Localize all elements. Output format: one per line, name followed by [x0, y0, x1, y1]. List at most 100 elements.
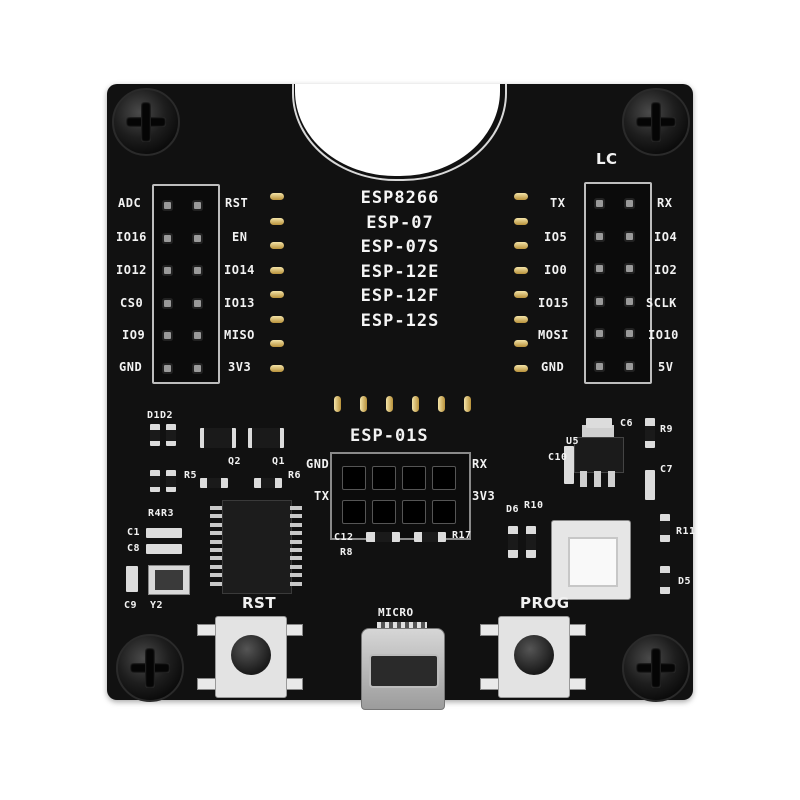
- voltage-regulator: [574, 425, 624, 493]
- header-pin: [596, 232, 603, 240]
- chip-leg: [290, 531, 302, 536]
- component-label: R9: [660, 424, 674, 435]
- screw-icon: [622, 88, 690, 156]
- castellation-pad: [514, 217, 528, 225]
- chip-leg: [290, 539, 302, 544]
- pin-label: IO16: [116, 230, 147, 244]
- reset-button[interactable]: [197, 616, 303, 698]
- pin-label: SCLK: [646, 296, 677, 310]
- smd-part: [508, 526, 518, 558]
- smd-part: [660, 514, 670, 542]
- chip-leg: [210, 506, 222, 510]
- header-pin: [596, 362, 603, 370]
- transistor: [248, 428, 284, 448]
- socket-hole: [432, 466, 456, 490]
- socket-hole: [402, 466, 426, 490]
- chip-leg: [290, 548, 302, 552]
- chip-leg: [210, 573, 222, 578]
- pin-label: RST: [225, 196, 249, 210]
- prog-button[interactable]: [480, 616, 586, 698]
- crystal: [148, 565, 190, 595]
- pin-label: IO12: [116, 263, 147, 277]
- castellation-pad: [270, 315, 284, 323]
- smd-part: [166, 470, 176, 492]
- component-label: C9: [124, 600, 138, 611]
- micro-usb-port[interactable]: [355, 618, 449, 710]
- component-label: D1D2: [147, 410, 174, 421]
- smd-part: [254, 478, 282, 488]
- rst-label: RST: [242, 594, 277, 612]
- castellation-pad: [514, 193, 528, 200]
- header-pin: [596, 330, 603, 337]
- castellation-pad: [270, 291, 284, 298]
- header-pin: [194, 299, 201, 307]
- component-label: D5: [678, 576, 692, 587]
- smd-part: [200, 478, 228, 488]
- title-line: ESP-12S: [360, 310, 440, 331]
- left-pin-header: [152, 184, 220, 384]
- header-pin: [194, 267, 201, 274]
- chip-leg: [210, 514, 222, 519]
- component-label: C7: [660, 464, 674, 475]
- castellation-pad: [438, 396, 445, 412]
- component-label: R10: [524, 500, 544, 511]
- esp01-label: ESP-01S: [350, 426, 429, 446]
- smd-part: [645, 470, 655, 500]
- castellation-pad: [514, 364, 528, 372]
- pin-label: EN: [232, 230, 248, 244]
- component-label: C1: [127, 527, 141, 538]
- pin-label: RX: [657, 196, 673, 210]
- component-label: Q1: [272, 456, 286, 467]
- prog-label: PROG: [520, 594, 570, 612]
- header-pin: [194, 202, 201, 209]
- pin-label: MISO: [224, 328, 255, 342]
- castellation-pad: [270, 217, 284, 225]
- smd-part: [660, 566, 670, 594]
- smd-part: [645, 418, 655, 448]
- header-pin: [194, 234, 201, 242]
- pin-label: IO0: [544, 263, 568, 277]
- castellation-pad: [514, 315, 528, 323]
- screw-icon: [622, 634, 690, 702]
- smd-part: [166, 424, 176, 446]
- chip-leg: [290, 581, 302, 586]
- header-pin: [596, 265, 603, 272]
- component-label: C12: [334, 532, 354, 543]
- esp01-pin-label: RX: [472, 457, 488, 471]
- screw-icon: [112, 88, 180, 156]
- module-title: ESP8266 ESP-07 ESP-07S ESP-12E ESP-12F E…: [330, 186, 470, 333]
- smd-part: [366, 532, 400, 542]
- transistor: [200, 428, 236, 448]
- title-line: ESP8266: [360, 188, 440, 208]
- socket-hole: [432, 500, 456, 524]
- pin-label: IO4: [654, 230, 678, 244]
- castellation-pad: [464, 396, 471, 412]
- pin-label: 5V: [658, 360, 674, 374]
- header-pin: [164, 202, 171, 209]
- component-label: D6: [506, 504, 520, 515]
- header-pin: [626, 265, 633, 272]
- castellation-pad: [270, 340, 284, 347]
- chip-leg: [290, 573, 302, 578]
- title-line: ESP-07: [366, 212, 434, 233]
- socket-hole: [372, 466, 396, 490]
- header-pin: [596, 200, 603, 207]
- header-pin: [194, 332, 201, 339]
- component-label: C8: [127, 543, 141, 554]
- chip-leg: [210, 564, 222, 569]
- chip-leg: [210, 581, 222, 586]
- pin-label: IO2: [654, 263, 678, 277]
- castellation-pad: [386, 396, 393, 412]
- castellation-pad: [412, 396, 419, 412]
- chip-leg: [210, 556, 222, 561]
- title-line: ESP-12F: [360, 286, 440, 306]
- header-pin: [626, 232, 633, 240]
- chip-leg: [290, 506, 302, 510]
- pin-label: TX: [550, 196, 566, 210]
- castellation-pad: [514, 242, 528, 249]
- toggle-switch[interactable]: [551, 520, 631, 600]
- smd-part: [414, 532, 446, 542]
- component-label: R17: [452, 530, 472, 541]
- usb-label: MICRO: [378, 606, 414, 619]
- socket-hole: [372, 500, 396, 524]
